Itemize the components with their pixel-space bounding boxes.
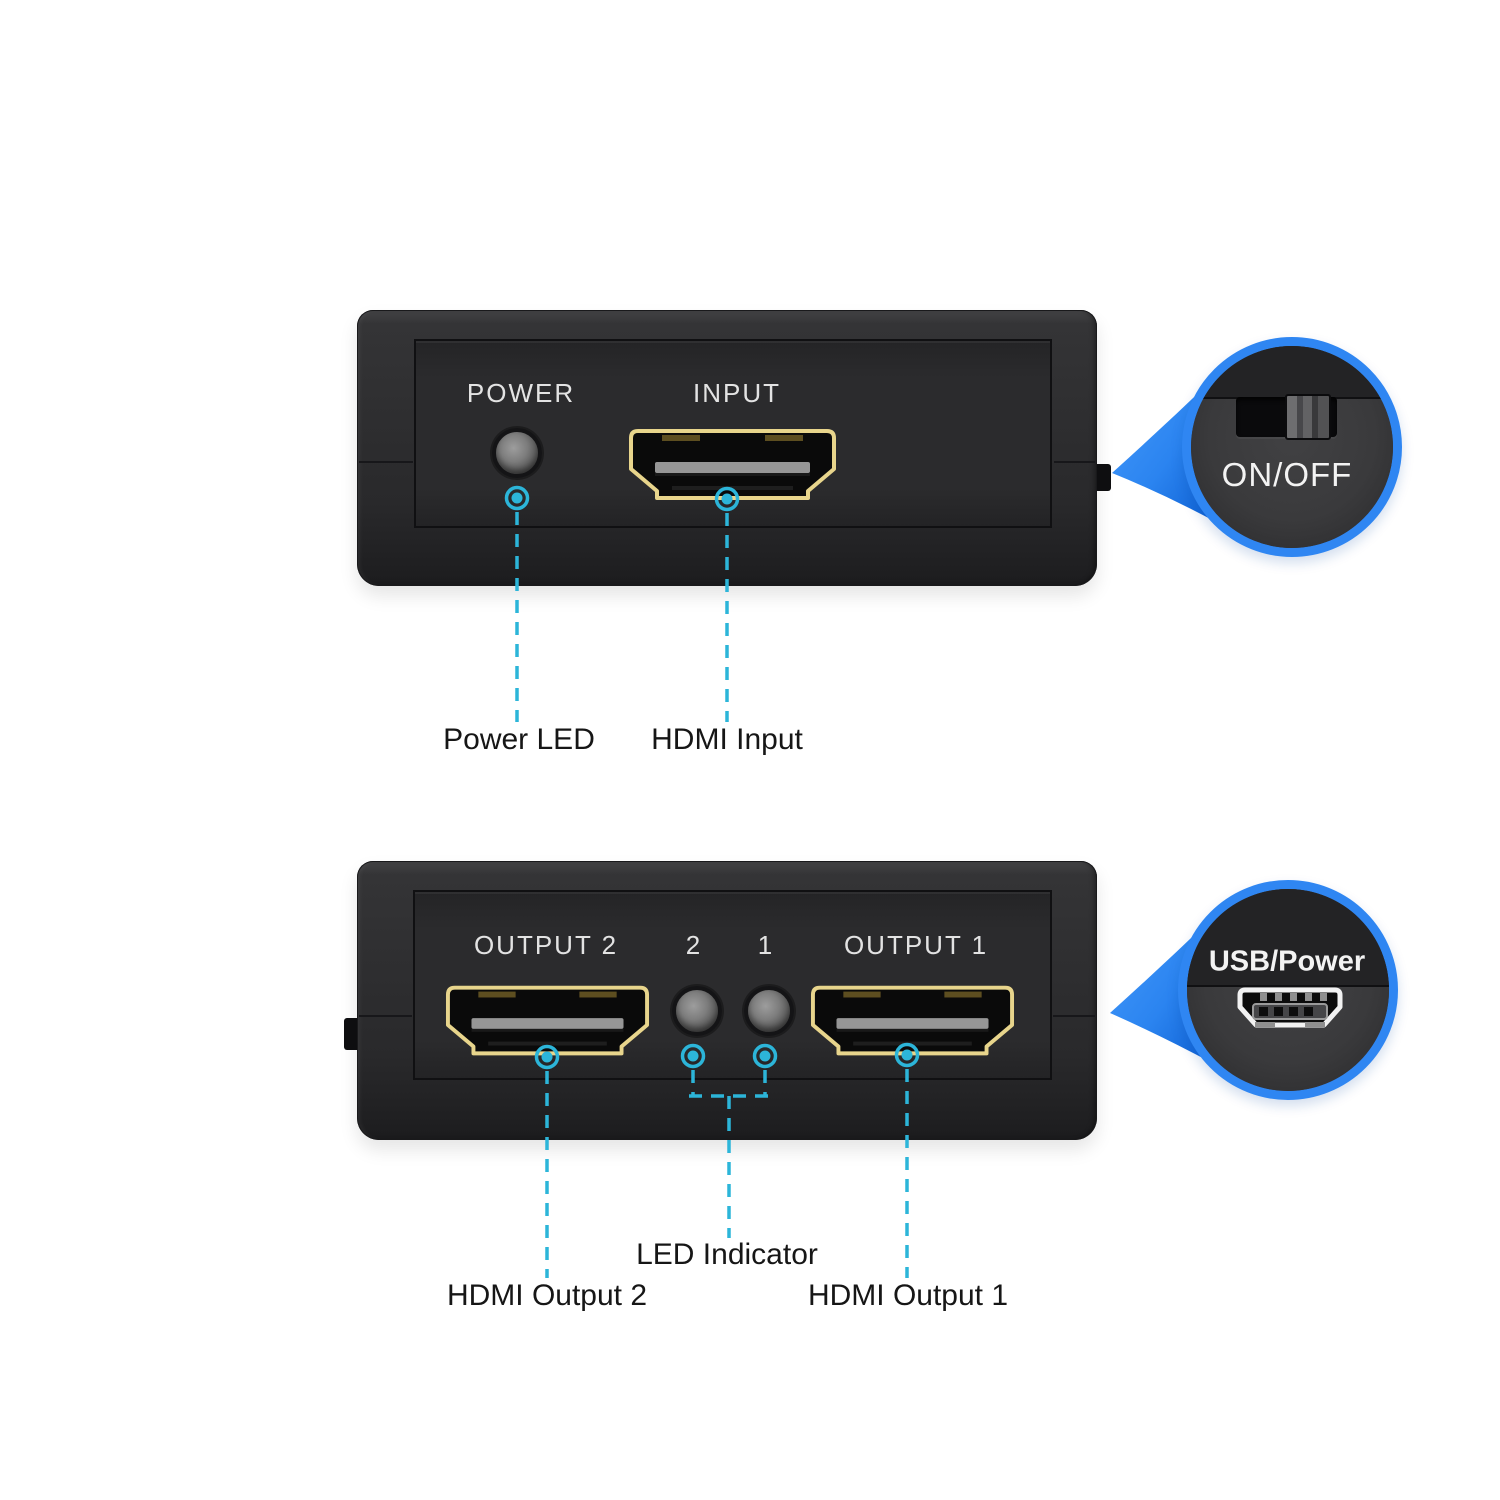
- right-side-seam: [1053, 1015, 1095, 1017]
- led-indicator-2-icon: [672, 986, 722, 1036]
- onoff-magnifier: ON/OFF: [1182, 337, 1402, 557]
- onoff-magnifier-face: ON/OFF: [1191, 346, 1393, 548]
- output1-port-label: OUTPUT 1: [843, 930, 989, 960]
- led2-number-label: 2: [685, 930, 701, 960]
- power-led-label: Power LED: [443, 723, 595, 756]
- side-switch-nub: [1097, 464, 1111, 491]
- hdmi-output1-label: HDMI Output 1: [807, 1279, 1009, 1312]
- led-indicator-1-icon: [744, 986, 794, 1036]
- hdmi-output2-marker: [534, 1044, 560, 1070]
- usb-magnifier-face: USB/Power: [1187, 889, 1389, 1091]
- right-side-seam: [1054, 461, 1095, 463]
- power-port-label: POWER: [466, 378, 576, 408]
- left-side-seam: [359, 461, 413, 463]
- input-port-label: INPUT: [693, 378, 781, 408]
- callout-markers: [504, 485, 920, 1070]
- usb-magnifier: USB/Power: [1178, 880, 1398, 1100]
- onoff-label: ON/OFF: [1221, 456, 1353, 493]
- hdmi-input-marker: [714, 486, 740, 512]
- usb-power-label: USB/Power: [1208, 945, 1366, 978]
- led1-number-label: 1: [757, 930, 773, 960]
- led1-marker: [752, 1043, 778, 1069]
- led-indicator-label: LED Indicator: [636, 1238, 818, 1271]
- slide-switch-knob: [1285, 394, 1331, 440]
- left-side-seam: [359, 1015, 412, 1017]
- led2-marker: [680, 1043, 706, 1069]
- usb-top-shade: [1187, 889, 1389, 987]
- splitter-rear-view: OUTPUT 2 2 1 OUTPUT 1: [344, 861, 1097, 1140]
- side-switch-nub: [344, 1018, 357, 1050]
- mini-usb-port-icon: [1237, 987, 1343, 1037]
- onoff-top-shade: [1191, 346, 1393, 399]
- output2-port-label: OUTPUT 2: [473, 930, 619, 960]
- hdmi-input-label: HDMI Input: [651, 723, 803, 756]
- power-led-marker: [504, 485, 530, 511]
- hdmi-output1-marker: [894, 1042, 920, 1068]
- hdmi-output2-label: HDMI Output 2: [446, 1279, 648, 1312]
- power-led-icon: [492, 428, 542, 478]
